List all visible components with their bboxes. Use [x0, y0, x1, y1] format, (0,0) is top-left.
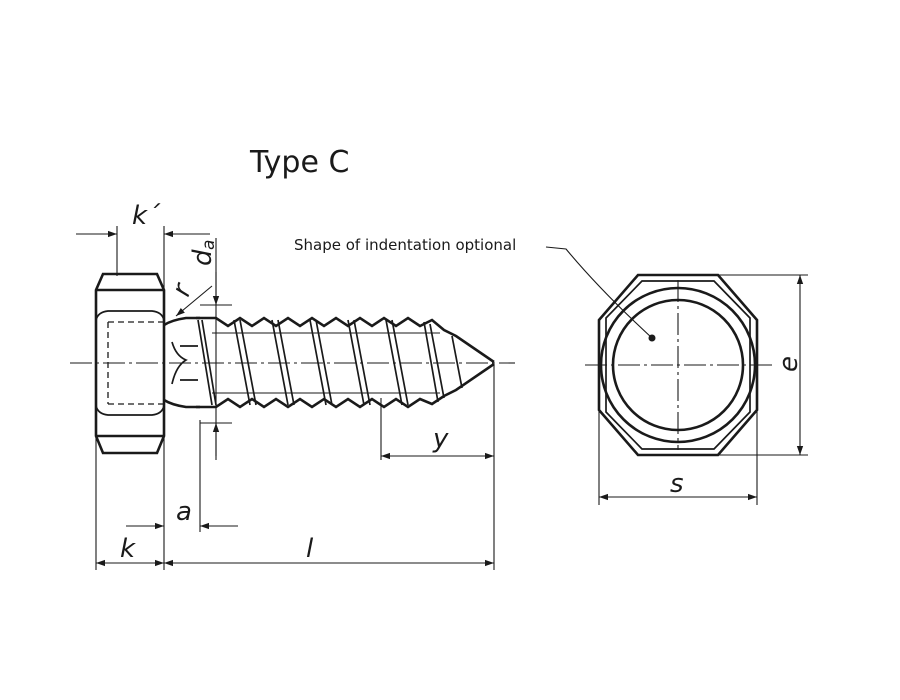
label-d: d	[188, 249, 218, 266]
label-r: r	[166, 278, 199, 300]
dimension-e: e	[678, 274, 808, 456]
dimension-a: a	[126, 497, 238, 530]
threaded-shank	[196, 316, 495, 409]
label-l: l	[306, 534, 314, 564]
hex-chamfer	[605, 280, 751, 450]
extension-lines	[95, 226, 495, 570]
label-e: e	[774, 356, 804, 372]
indentation-point	[648, 334, 656, 342]
label-k-prime: k´	[132, 201, 161, 231]
label-d-subscript: a	[199, 240, 219, 250]
dimension-s: s	[598, 410, 758, 505]
diagram-title: Type C	[249, 145, 349, 180]
dimension-y: y	[381, 424, 494, 460]
screw-neck	[163, 316, 200, 409]
end-view: Shape of indentation optional e s	[294, 236, 808, 505]
note-leader	[545, 246, 653, 339]
label-k: k	[120, 534, 136, 564]
label-s: s	[670, 469, 684, 499]
indentation-note: Shape of indentation optional	[294, 236, 516, 254]
dimension-da: d a	[188, 240, 220, 456]
label-a: a	[176, 497, 192, 527]
dimension-k-l: k l	[96, 534, 494, 567]
side-view: k´ r d a y a k l	[70, 201, 515, 570]
dimension-k-prime: k´	[76, 201, 210, 238]
dimension-r: r	[166, 278, 213, 317]
label-y: y	[432, 424, 449, 454]
